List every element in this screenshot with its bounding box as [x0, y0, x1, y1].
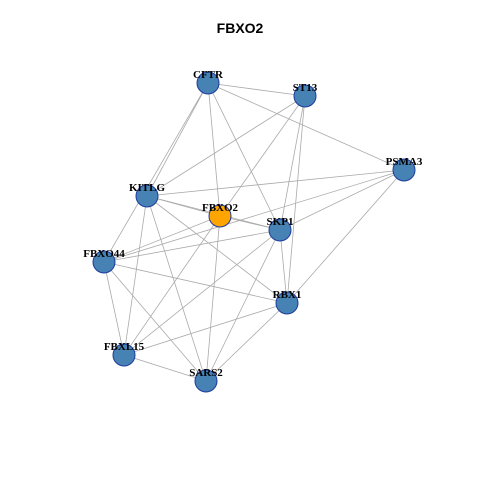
- edge-cftr-psma3: [207, 82, 405, 171]
- node-circle-cftr: [196, 71, 220, 95]
- node-kitlg: KITLG: [129, 182, 166, 208]
- edge-rbx1-sars2: [205, 302, 288, 382]
- graph-title: FBXO2: [216, 20, 264, 36]
- node-circle-fbxl15: [112, 343, 136, 367]
- node-psma3: PSMA3: [386, 156, 423, 182]
- node-label-kitlg: KITLG: [129, 182, 166, 194]
- node-circle-sars2: [194, 369, 218, 393]
- node-fbxo44: FBXO44: [83, 248, 125, 274]
- node-st13: ST13: [293, 82, 318, 108]
- node-sars2: SARS2: [189, 367, 223, 393]
- node-circle-fbxo2: [208, 204, 232, 228]
- edge-psma3-kitlg: [146, 169, 405, 197]
- node-label-fbxo2: FBXO2: [202, 202, 239, 214]
- node-fbxl15: FBXL15: [104, 341, 145, 367]
- edge-psma3-fbxo44: [103, 169, 405, 263]
- node-rbx1: RBX1: [273, 289, 302, 315]
- edge-fbxo44-fbxl15: [103, 261, 125, 356]
- edge-fbxl15-sars2: [123, 354, 207, 382]
- edge-cftr-kitlg: [146, 82, 209, 197]
- edge-fbxo2-fbxo44: [103, 215, 221, 263]
- edge-layer: [103, 82, 405, 382]
- edge-st13-kitlg: [146, 95, 306, 197]
- node-skp1: SKP1: [267, 216, 294, 242]
- edge-st13-skp1: [279, 95, 306, 231]
- node-cftr: CFTR: [193, 69, 224, 95]
- node-circle-st13: [293, 84, 317, 108]
- node-circle-kitlg: [135, 184, 159, 208]
- edge-fbxo44-rbx1: [103, 261, 288, 304]
- node-circle-rbx1: [275, 291, 299, 315]
- edge-skp1-rbx1: [279, 229, 288, 304]
- edge-cftr-fbxo44: [103, 82, 209, 263]
- node-label-fbxo44: FBXO44: [83, 248, 125, 260]
- node-label-fbxl15: FBXL15: [104, 341, 145, 353]
- node-label-skp1: SKP1: [267, 216, 294, 228]
- node-label-cftr: CFTR: [193, 69, 224, 81]
- edge-rbx1-fbxl15: [123, 302, 288, 356]
- edge-cftr-skp1: [207, 82, 281, 231]
- node-fbxo2: FBXO2: [202, 202, 239, 228]
- node-label-sars2: SARS2: [189, 367, 223, 379]
- edge-skp1-fbxo44: [103, 229, 281, 263]
- node-label-st13: ST13: [293, 82, 318, 94]
- edge-fbxo44-sars2: [103, 261, 207, 382]
- edge-psma3-skp1: [279, 169, 405, 231]
- edge-kitlg-sars2: [146, 195, 207, 382]
- edge-psma3-rbx1: [286, 169, 405, 304]
- node-label-psma3: PSMA3: [386, 156, 423, 168]
- edge-kitlg-fbxl15: [123, 195, 148, 356]
- node-circle-skp1: [268, 218, 292, 242]
- edge-fbxo2-fbxl15: [123, 215, 221, 356]
- node-label-rbx1: RBX1: [273, 289, 302, 301]
- edge-skp1-fbxl15: [123, 229, 281, 356]
- edge-st13-rbx1: [286, 95, 306, 304]
- edge-skp1-sars2: [205, 229, 281, 382]
- edge-st13-fbxo2: [219, 95, 306, 217]
- edge-cftr-fbxo2: [207, 82, 221, 217]
- edge-fbxo2-sars2: [205, 215, 221, 382]
- node-circle-fbxo44: [92, 250, 116, 274]
- edge-cftr-st13: [207, 82, 306, 97]
- node-circle-psma3: [392, 158, 416, 182]
